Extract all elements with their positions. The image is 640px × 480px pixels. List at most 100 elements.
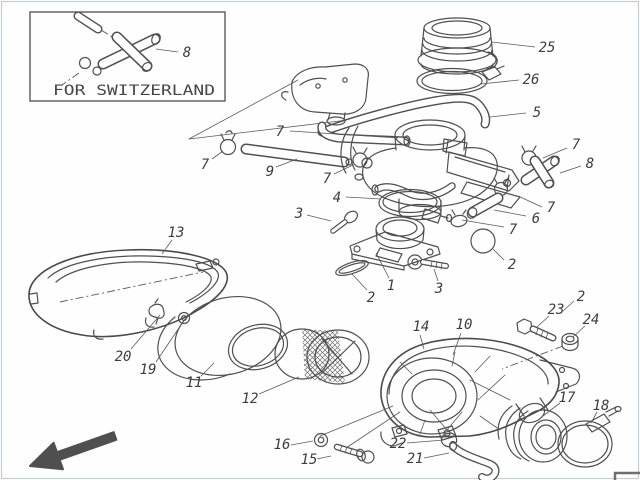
callout-leader-5 [489, 112, 527, 118]
direction-arrow [29, 431, 118, 471]
callout-17: 17 [559, 390, 576, 406]
callout-leader-8 [155, 48, 179, 53]
callout-4: 4 [333, 190, 341, 206]
callout-7: 7 [201, 157, 210, 173]
callout-7: 7 [323, 171, 332, 187]
part-20-clip [148, 298, 165, 325]
callout-18: 18 [593, 398, 610, 414]
callout-leader-7 [542, 147, 568, 159]
mount-centerline [501, 345, 564, 370]
part-8-t-fitting-inset [97, 31, 161, 73]
callout-2: 2 [367, 290, 375, 306]
part-1-intake-manifold [349, 216, 441, 271]
callout-12: 12 [242, 391, 259, 407]
callout-leader-24 [572, 325, 586, 338]
corner-frame-mark [613, 471, 640, 480]
callout-13: 13 [168, 225, 185, 241]
part-18-hose-clamp [557, 405, 622, 468]
callout-11: 11 [186, 375, 203, 391]
callout-leader-4 [345, 196, 382, 200]
callout-24: 24 [583, 312, 600, 328]
callout-leader-20 [130, 314, 161, 350]
part-8-t-fitting [520, 155, 560, 189]
callout-leader-16 [290, 440, 314, 446]
callout-19: 19 [140, 362, 157, 378]
callout-6: 6 [532, 211, 540, 227]
callout-1: 1 [387, 278, 395, 294]
callout-2: 2 [508, 257, 516, 273]
callout-10: 10 [456, 317, 473, 333]
callout-leader-23 [536, 315, 550, 328]
callout-leader-13 [161, 239, 173, 255]
callout-leader-11 [200, 362, 215, 377]
air-valve-box [281, 63, 370, 126]
callout-3: 3 [434, 281, 443, 297]
callout-leader-7 [461, 219, 505, 228]
callout-leader-10 [452, 332, 462, 356]
part-11-filter-element [157, 295, 289, 381]
callout-8: 8 [586, 156, 594, 172]
callout-leader-15 [316, 455, 332, 460]
callout-leader-7 [289, 130, 399, 139]
callout-14: 14 [413, 319, 430, 335]
callout-leader-6 [493, 209, 527, 217]
callout-21: 21 [407, 451, 424, 467]
callout-3: 3 [294, 206, 303, 222]
callout-leader-3 [433, 268, 439, 282]
part-24-nut [561, 332, 579, 352]
callout-leader-3 [306, 214, 332, 222]
callout-2: 2 [577, 289, 585, 305]
callout-leader-7 [517, 195, 543, 208]
part-16-washer [313, 432, 329, 448]
part-2-gasket [335, 259, 369, 277]
part-23-bolt [516, 318, 557, 342]
callout-leader-21 [423, 452, 450, 459]
callout-20: 20 [115, 349, 132, 365]
callout-16: 16 [274, 437, 291, 453]
callout-7: 7 [509, 222, 518, 238]
callout-leader-25 [491, 41, 536, 48]
callout-leader-1 [375, 252, 390, 279]
callout-leader-26 [480, 79, 520, 85]
callout-leader-2 [351, 273, 368, 291]
callout-8: 8 [183, 45, 191, 61]
callout-5: 5 [533, 105, 541, 121]
callout-23: 23 [548, 302, 565, 318]
part-6-tube [466, 192, 504, 219]
callout-leader-22 [406, 439, 445, 444]
part-26-clamp-ring [416, 65, 505, 95]
part-7-clamp-left [219, 130, 237, 156]
part-4-carb-clamp [378, 188, 453, 224]
callout-9: 9 [266, 164, 274, 180]
callout-leader-2 [562, 300, 575, 312]
part-17-joint-duct [497, 405, 568, 463]
callout-7: 7 [547, 200, 556, 216]
part-10-14-air-cleaner-case [319, 337, 581, 451]
callout-leader-8 [559, 165, 582, 174]
callout-leader-7 [211, 150, 224, 160]
callout-leader-9 [275, 158, 298, 168]
callout-leader-17 [542, 402, 561, 417]
callout-26: 26 [523, 72, 540, 88]
callout-leader-19 [155, 321, 184, 363]
callout-leader-7 [333, 164, 354, 175]
part-9-vent-pipe [240, 143, 353, 168]
part-2-o-ring [470, 228, 496, 254]
callout-15: 15 [301, 452, 318, 468]
part-3-bolt-left [330, 210, 359, 234]
callout-7: 7 [276, 124, 285, 140]
part-25-intake-cap [417, 17, 498, 75]
callout-leader-12 [258, 376, 300, 395]
callout-22: 22 [390, 436, 407, 452]
part-5-breather-tube [317, 93, 491, 137]
part-15-bolt [333, 443, 375, 464]
inset-box-switzerland: FOR SWITZERLAND [29, 11, 226, 102]
part-13-air-cleaner-cover [28, 248, 229, 340]
callout-leader-18 [590, 411, 598, 424]
callout-25: 25 [539, 40, 556, 56]
callout-7: 7 [572, 137, 581, 153]
